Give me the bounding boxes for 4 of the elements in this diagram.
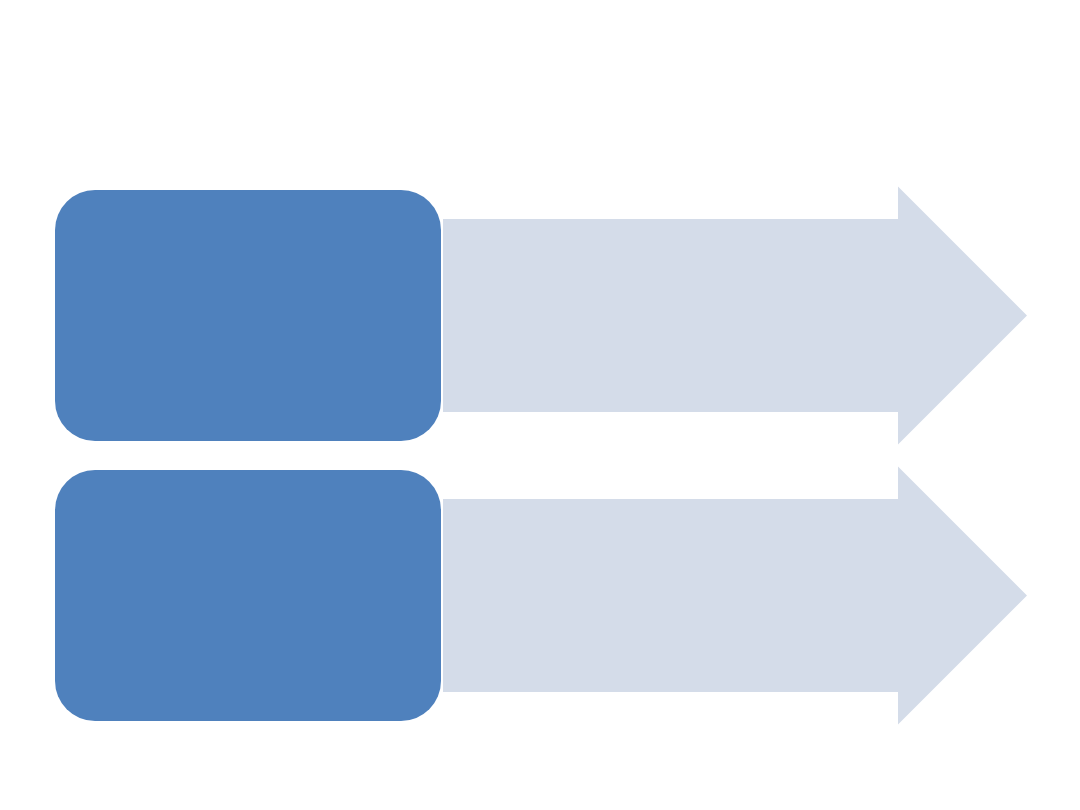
block-arrow (443, 186, 1027, 445)
block-arrow (443, 466, 1027, 725)
rounded-box (55, 190, 441, 441)
rounded-box (55, 470, 441, 721)
